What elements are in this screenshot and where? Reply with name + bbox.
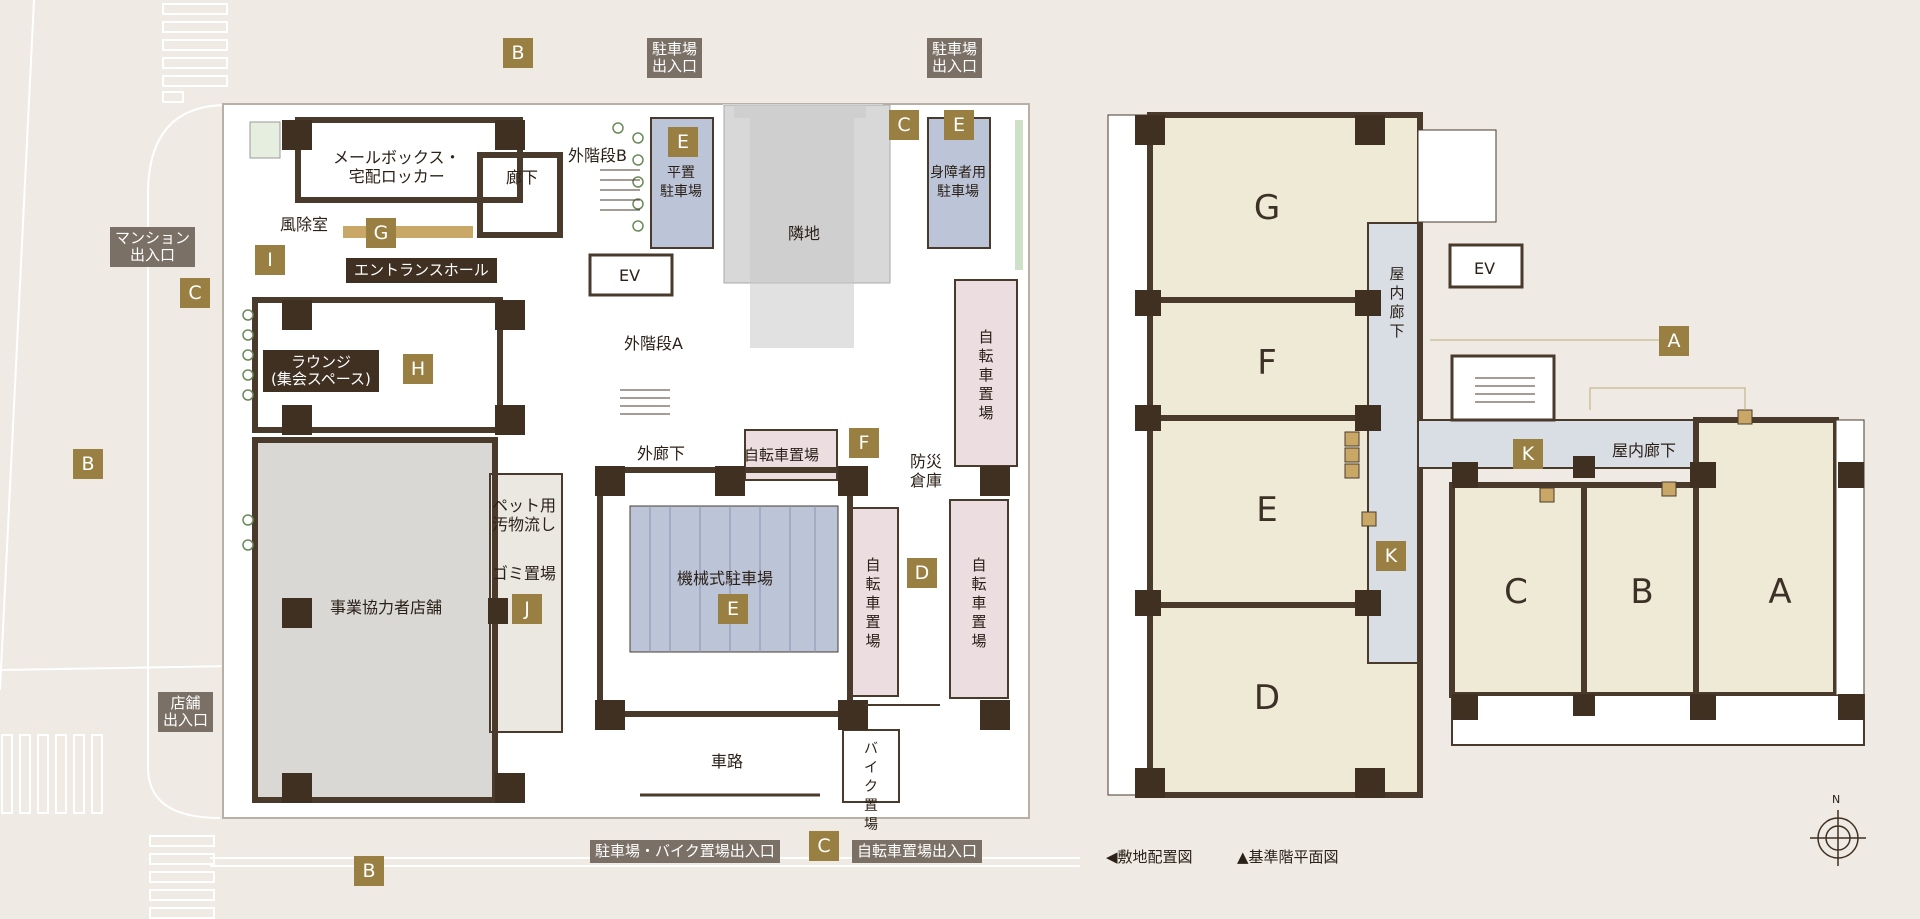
north-label: N xyxy=(1832,793,1841,806)
accessible-parking-label: 身障者用 駐車場 xyxy=(930,165,986,200)
badge-f-bike: F xyxy=(849,428,879,458)
site-plan-legend: ◀敷地配置図 xyxy=(1106,848,1193,866)
garbage-label: ゴミ置場 xyxy=(492,564,557,583)
indoor-corridor-v-label: 屋内廊下 xyxy=(1389,265,1405,340)
ext-corridor-label: 外廊下 xyxy=(637,444,686,463)
unit-d-label: D xyxy=(1253,678,1281,718)
compass-icon xyxy=(1810,810,1866,866)
site-plan xyxy=(222,103,1030,819)
crosswalk-left xyxy=(1,734,103,814)
unit-f-label: F xyxy=(1257,343,1277,383)
badge-c-left: C xyxy=(180,278,210,308)
neighbor-label: 隣地 xyxy=(788,224,821,243)
badge-g-hall: G xyxy=(366,218,396,248)
pet-sink-label: ペット用 汚物流し xyxy=(492,496,557,534)
badge-b-left: B xyxy=(73,449,103,479)
floor-ev-label: EV xyxy=(1474,259,1496,278)
badge-j-garbage: J xyxy=(512,594,542,624)
mansion-entrance-tag: マンション 出入口 xyxy=(110,227,196,267)
crosswalk-bottom xyxy=(149,835,215,919)
badge-i-wind: I xyxy=(255,245,285,275)
ext-stair-b-label: 外階段B xyxy=(568,146,627,165)
parking-bike-entrance-tag: 駐車場・バイク置場出入口 xyxy=(590,840,780,863)
badge-e-flat: E xyxy=(668,127,698,157)
bike-parking-label: バイク置場 xyxy=(864,741,878,833)
lounge-label: ラウンジ (集会スペース) xyxy=(263,350,379,392)
badge-b-bottom: B xyxy=(354,856,384,886)
badge-e-access: E xyxy=(944,110,974,140)
site-ev-label: EV xyxy=(619,266,641,285)
typical-floor-legend: ▲基準階平面図 xyxy=(1237,848,1339,866)
small-corridor-label: 廊下 xyxy=(506,168,539,187)
bicycle-top-label: 自転車置場 xyxy=(744,446,820,464)
badge-floor-k-right: K xyxy=(1513,439,1543,469)
badge-c-bottom: C xyxy=(809,831,839,861)
typical-floor-plan xyxy=(1107,112,1865,798)
parking-entrance-tag-2: 駐車場 出入口 xyxy=(927,38,983,78)
windbreak-label: 風除室 xyxy=(280,215,329,234)
badge-d-bike: D xyxy=(907,558,937,588)
badge-b-top: B xyxy=(503,38,533,68)
store-label: 事業協力者店舗 xyxy=(330,598,443,617)
badge-h-lounge: H xyxy=(403,354,433,384)
unit-g-label: G xyxy=(1253,188,1281,228)
ext-stair-a-label: 外階段A xyxy=(624,334,683,353)
bicycle-right-label: 自転車置場 xyxy=(978,328,994,422)
unit-b-label: B xyxy=(1630,572,1654,612)
road-label: 車路 xyxy=(711,752,744,771)
badge-c-top: C xyxy=(889,110,919,140)
badge-floor-k-left: K xyxy=(1376,541,1406,571)
disaster-storage-label: 防災 倉庫 xyxy=(910,452,943,490)
mech-parking-label: 機械式駐車場 xyxy=(677,569,774,588)
unit-c-label: C xyxy=(1504,572,1528,612)
shop-entrance-tag: 店舗 出入口 xyxy=(158,692,214,732)
unit-a-label: A xyxy=(1768,572,1792,612)
indoor-corridor-h-label: 屋内廊下 xyxy=(1612,441,1677,460)
parking-entrance-tag-1: 駐車場 出入口 xyxy=(647,38,703,78)
badge-floor-a: A xyxy=(1659,326,1689,356)
unit-e-label: E xyxy=(1256,490,1278,530)
crosswalk-top xyxy=(162,3,228,103)
flat-parking-label: 平置 駐車場 xyxy=(660,165,702,200)
entrance-hall-label: エントランスホール xyxy=(346,258,497,283)
mailbox-label: メールボックス・ 宅配ロッカー xyxy=(333,148,461,186)
bicycle-far-label: 自転車置場 xyxy=(971,556,987,650)
badge-e-mech: E xyxy=(718,594,748,624)
bicycle-entrance-tag: 自転車置場出入口 xyxy=(852,840,983,863)
bicycle-mid-label: 自転車置場 xyxy=(865,556,881,650)
